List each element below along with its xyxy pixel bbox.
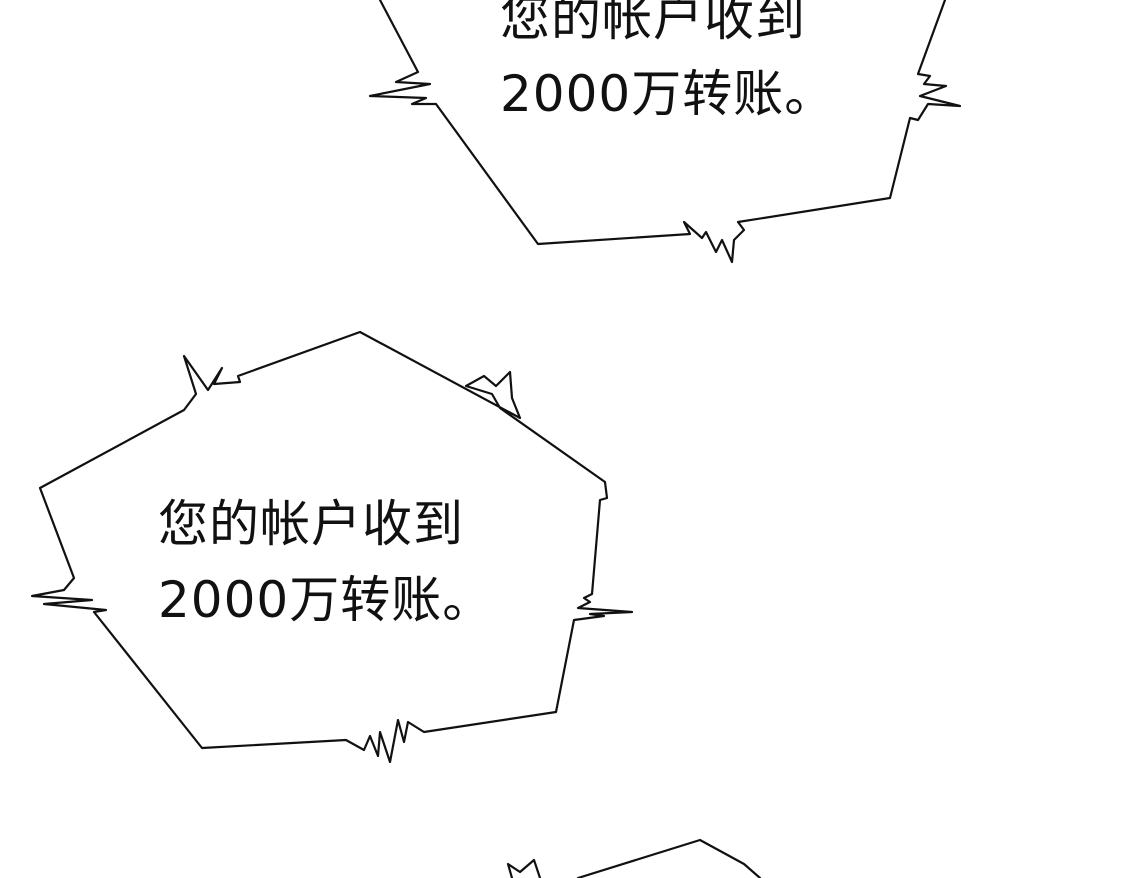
bubble-1-line-1: 您的帐户收到	[500, 0, 806, 47]
bubble-1-line-2: 2000万转账。	[500, 65, 836, 123]
speech-bubble-2-outline	[30, 330, 634, 764]
speech-bubble-1-outline	[368, 0, 962, 264]
bubble-2-line-1: 您的帐户收到	[158, 495, 464, 553]
speech-bubble-3-outline	[506, 838, 762, 878]
speech-bubble-1-text: 您的帐户收到 2000万转账。	[500, 0, 835, 132]
speech-bubble-2-text: 您的帐户收到 2000万转账。	[158, 486, 493, 638]
bubble-2-line-2: 2000万转账。	[158, 571, 494, 629]
